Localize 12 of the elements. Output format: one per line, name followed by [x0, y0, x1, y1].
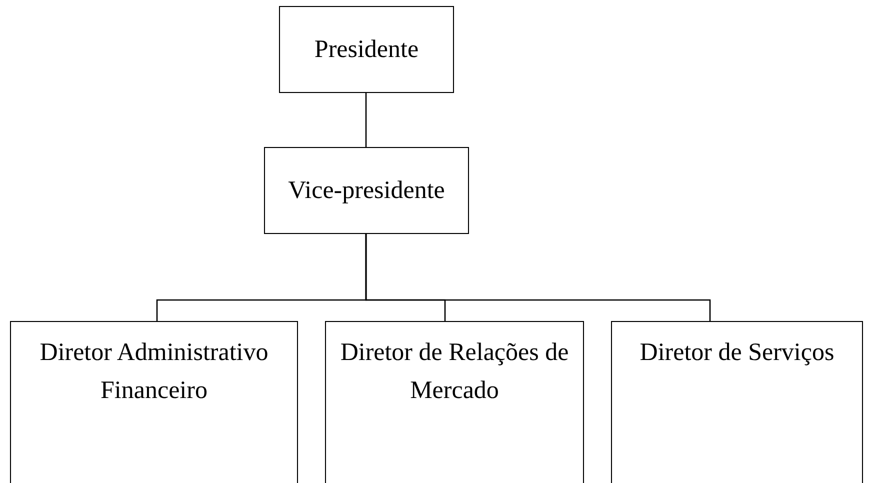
- org-box: [325, 321, 584, 483]
- role-title: Vice-presidente: [288, 176, 445, 206]
- connector-line: [365, 93, 367, 147]
- role-title: Diretor de Relações de Mercado: [339, 338, 570, 406]
- role-title: Presidente: [314, 34, 419, 64]
- org-box: [279, 6, 454, 93]
- org-box: [611, 321, 863, 483]
- role-title: Diretor de Serviços: [640, 338, 834, 368]
- role-title: Diretor Administrativo Financeiro: [38, 338, 270, 406]
- org-box: [264, 147, 469, 234]
- org-box: [10, 321, 298, 483]
- connector-line: [365, 234, 711, 321]
